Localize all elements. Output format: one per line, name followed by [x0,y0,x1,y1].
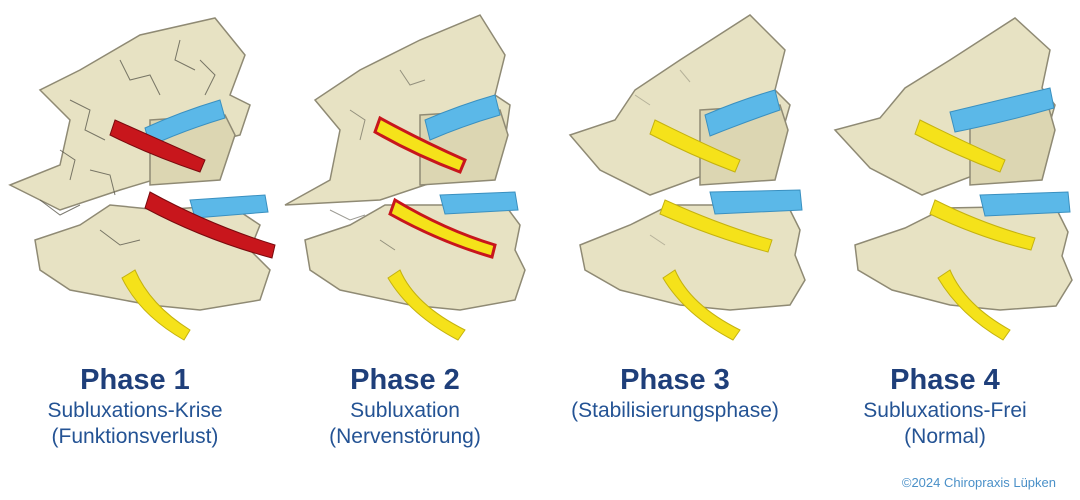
spine-illustration-phase-4 [833,17,1073,341]
phase-2-caption: Phase 2 Subluxation (Nervenstörung) [270,362,540,450]
phase-title: Phase 2 [350,364,460,396]
copyright-notice: ©2024 Chiropraxis Lüpken [901,475,1056,490]
phase-subtitle: (Stabilisierungsphase) [571,399,779,422]
phase-4-caption: Phase 4 Subluxations-Frei (Normal) [810,362,1080,450]
phase-1-panel: Phase 1 Subluxations-Krise (Funktionsver… [0,0,276,500]
phase-3-caption: Phase 3 (Stabilisierungsphase) [540,362,810,424]
phase-4-panel: Phase 4 Subluxations-Frei (Normal) [810,0,1080,500]
phase-description: (Nervenstörung) [329,425,481,448]
spine-illustration-phase-1 [8,17,276,341]
phase-title: Phase 1 [80,364,190,396]
phase-subtitle: Subluxation [350,399,460,422]
phase-title: Phase 3 [620,364,730,396]
phase-description: (Funktionsverlust) [51,425,219,448]
spine-illustration-phase-2 [284,14,526,341]
phase-3-panel: Phase 3 (Stabilisierungsphase) [540,0,810,500]
phase-subtitle: Subluxations-Krise [47,399,223,422]
spine-illustration-phase-3 [568,14,806,341]
phase-2-panel: Phase 2 Subluxation (Nervenstörung) [270,0,540,500]
phase-title: Phase 4 [890,364,1000,396]
phase-description: (Normal) [904,425,986,448]
phase-1-caption: Phase 1 Subluxations-Krise (Funktionsver… [0,362,270,450]
phase-subtitle: Subluxations-Frei [863,399,1027,422]
